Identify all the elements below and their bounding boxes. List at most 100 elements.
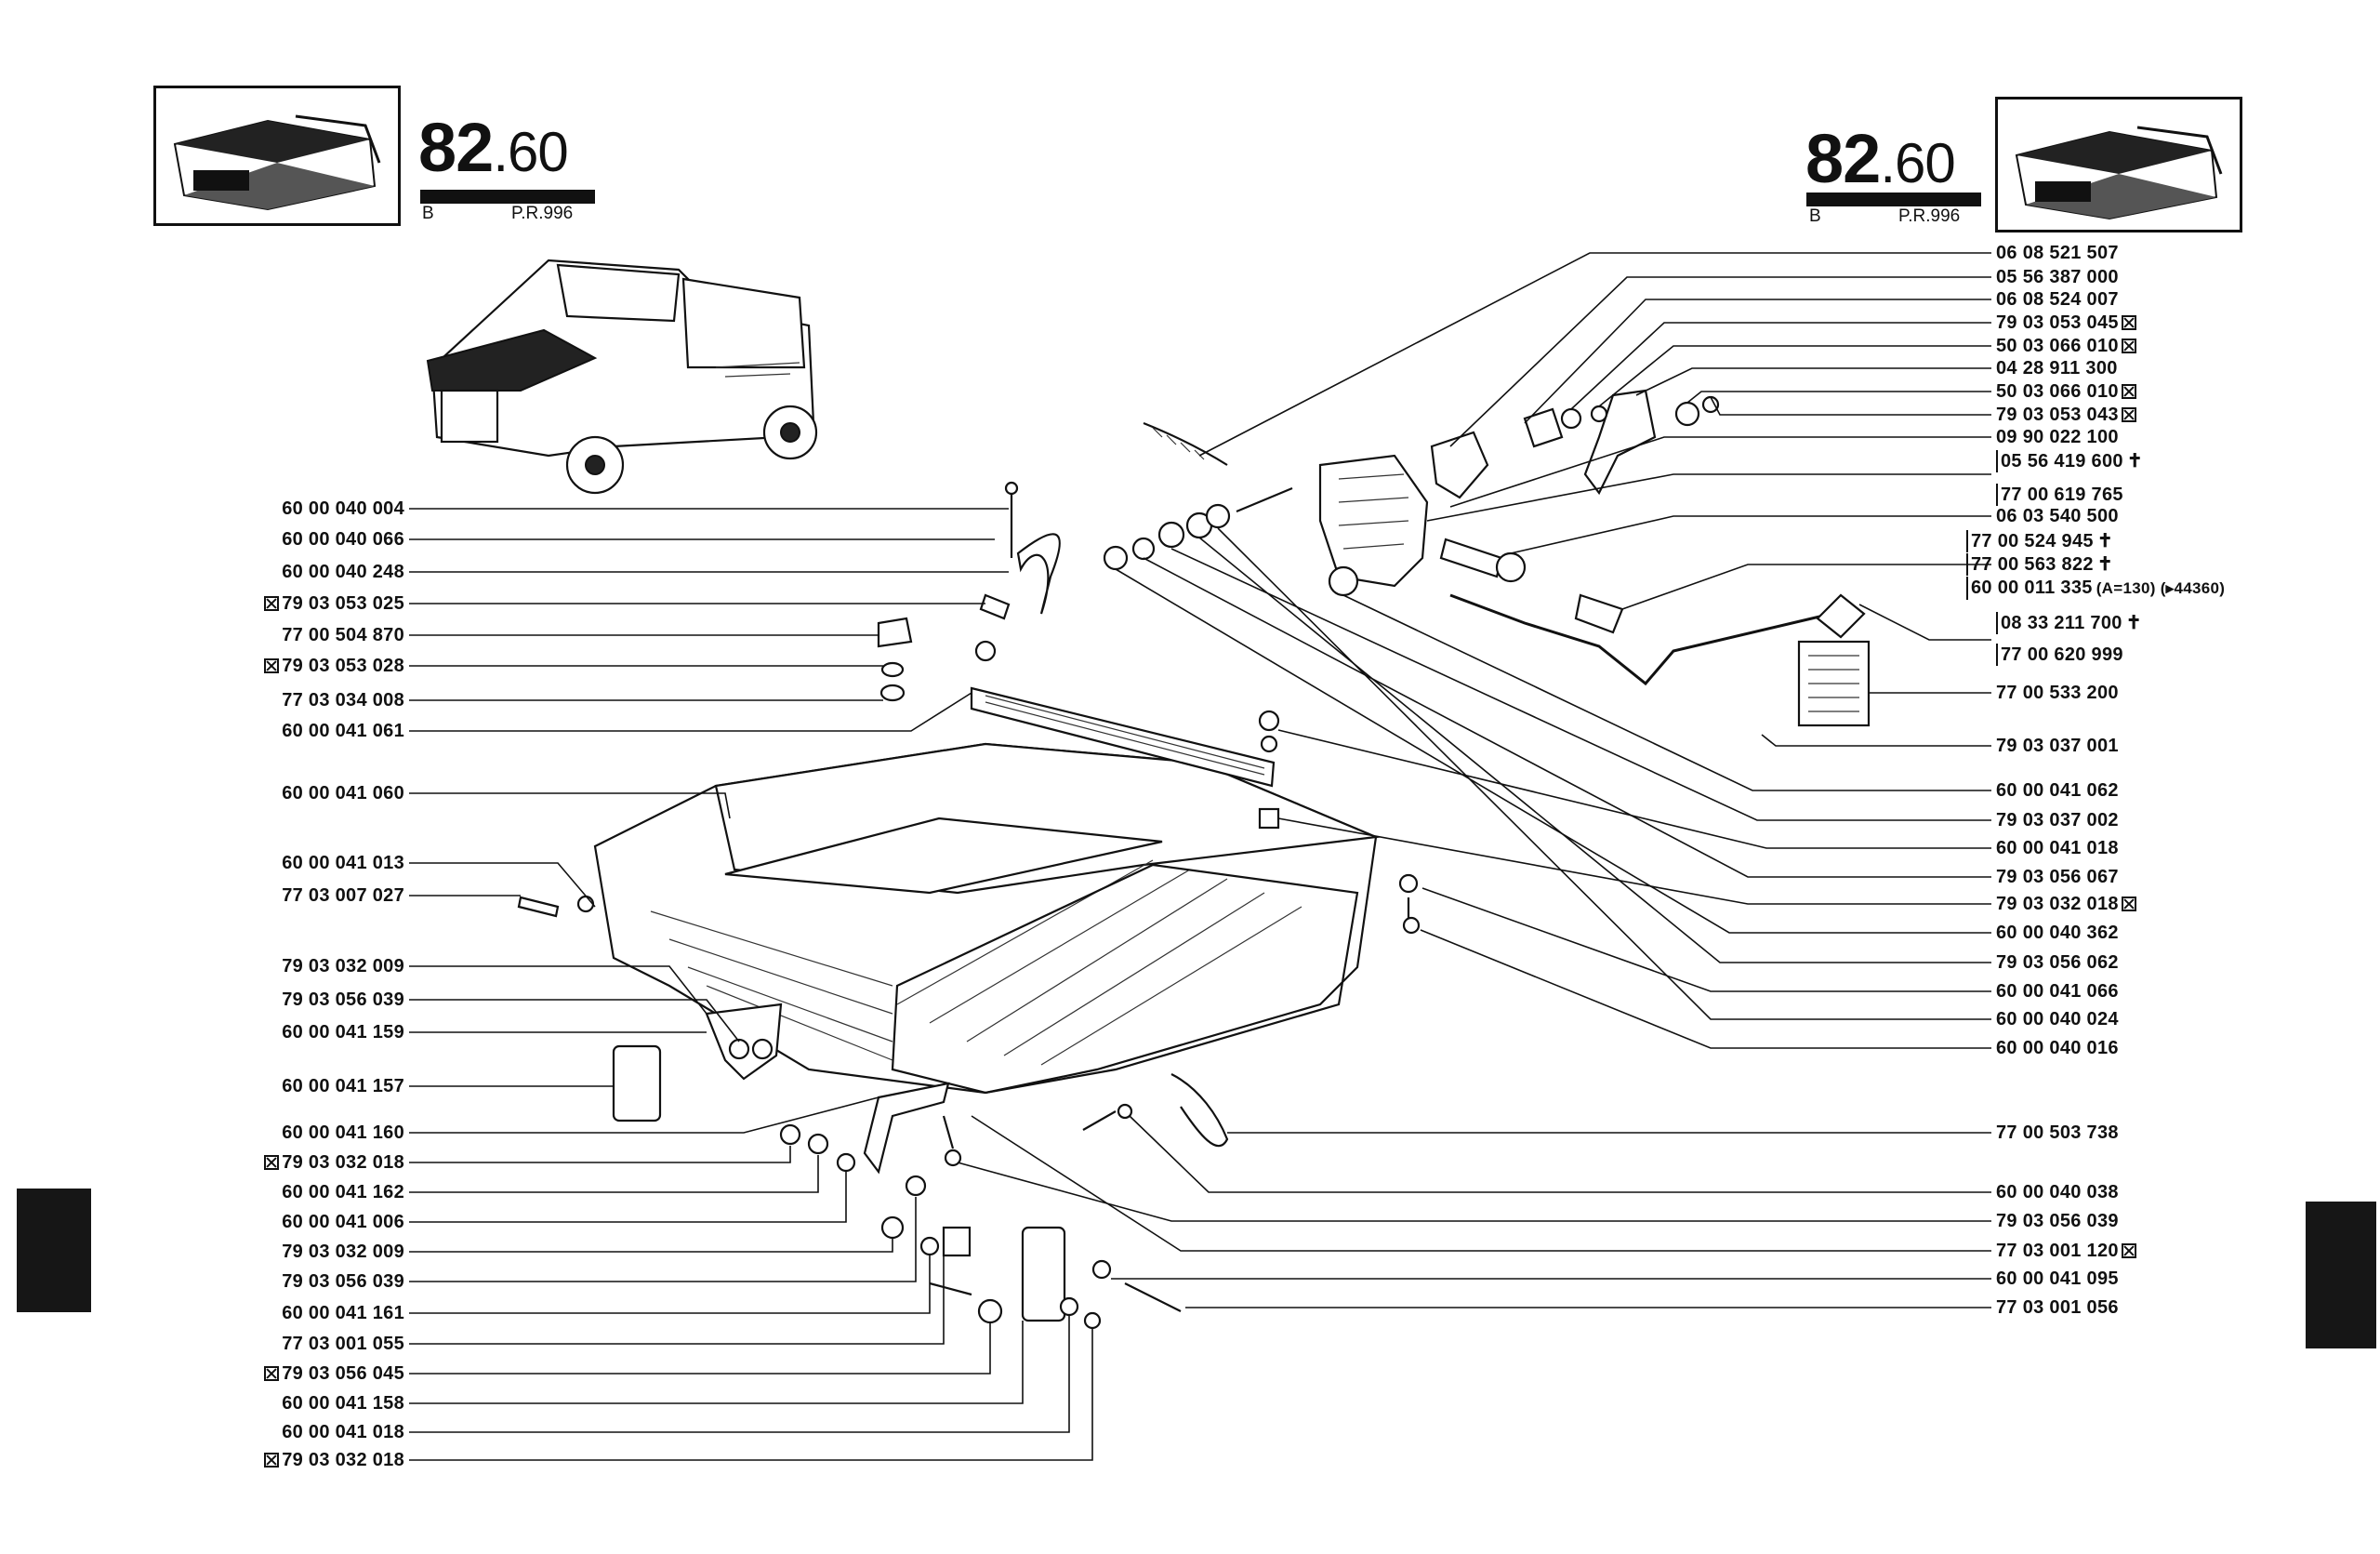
part-number: 79 03 056 062 <box>1996 952 2119 973</box>
part-number: 05 56 419 600 <box>2001 451 2123 472</box>
dagger-icon: ✝ <box>2096 531 2113 551</box>
x-mark-icon <box>264 1453 280 1468</box>
part-label: 60 00 041 061 <box>139 720 404 742</box>
part-label: 08 33 211 700✝ <box>1996 612 2142 634</box>
part-number: 79 03 053 025 <box>282 593 404 614</box>
part-label: 79 03 037 001 <box>1996 735 2119 757</box>
part-label: 60 00 041 018 <box>139 1421 404 1443</box>
part-number: 79 03 037 002 <box>1996 810 2119 830</box>
part-number: 50 03 066 010 <box>1996 381 2119 402</box>
part-label: 60 00 040 066 <box>139 528 404 551</box>
part-number: 79 03 053 028 <box>282 656 404 676</box>
part-number: 77 03 001 056 <box>1996 1297 2119 1318</box>
safety-wire <box>1170 1073 1229 1148</box>
part-label: 77 00 619 765 <box>1996 484 2123 506</box>
section-number-right: 82.60 <box>1805 120 1956 197</box>
part-label: 60 00 041 018 <box>1996 837 2119 859</box>
part-label: 79 03 056 039 <box>139 989 404 1011</box>
part-number: 60 00 041 018 <box>1996 838 2119 858</box>
part-number: 79 03 056 045 <box>282 1363 404 1384</box>
seal-strip <box>970 686 1276 788</box>
hood-panel <box>593 742 1381 1095</box>
part-number: 77 00 524 945 <box>1971 531 2094 551</box>
part-number: 77 00 533 200 <box>1996 683 2119 703</box>
dagger-icon: ✝ <box>2126 451 2143 472</box>
part-label: 09 90 022 100 <box>1996 426 2119 448</box>
vehicle-illustration <box>426 259 818 495</box>
x-mark-icon <box>264 1366 280 1381</box>
part-label: 77 00 524 945✝ <box>1966 530 2113 552</box>
hood-icon <box>173 114 381 211</box>
part-note: (A=130) (▸44360) <box>2096 579 2226 597</box>
part-number: 79 03 056 039 <box>282 1271 404 1292</box>
part-number: 77 00 620 999 <box>2001 644 2123 665</box>
part-number: 60 00 041 157 <box>282 1076 404 1096</box>
part-label: 60 00 040 016 <box>1996 1037 2119 1059</box>
part-number: 06 08 524 007 <box>1996 289 2119 310</box>
part-label: 77 00 504 870 <box>139 624 404 646</box>
part-label: 60 00 040 024 <box>1996 1008 2119 1030</box>
part-number: 50 03 066 010 <box>1996 336 2119 356</box>
part-label: 77 03 034 008 <box>139 689 404 711</box>
part-label: 05 56 419 600✝ <box>1996 450 2143 472</box>
part-number: 79 03 032 018 <box>282 1152 404 1173</box>
part-number: 04 28 911 300 <box>1996 358 2118 379</box>
release-cable <box>1449 593 1832 686</box>
part-label: 60 00 041 159 <box>139 1021 404 1043</box>
part-number: 60 00 040 066 <box>282 529 404 550</box>
part-number: 79 03 037 001 <box>1996 736 2119 756</box>
prop-stay <box>1016 533 1061 615</box>
part-label: 79 03 032 018 <box>139 1151 404 1174</box>
part-label: 79 03 032 018 <box>1996 893 2139 915</box>
part-label: 79 03 032 009 <box>139 1241 404 1263</box>
part-label: 60 00 041 066 <box>1996 980 2119 1003</box>
part-number: 79 03 056 039 <box>1996 1211 2119 1231</box>
part-number: 60 00 041 160 <box>282 1122 404 1143</box>
part-label: 60 00 040 038 <box>1996 1181 2119 1203</box>
part-number: 77 00 619 765 <box>2001 485 2123 505</box>
part-number: 60 00 041 006 <box>282 1212 404 1232</box>
part-label: 79 03 053 045 <box>1996 312 2139 334</box>
part-number: 60 00 011 335 <box>1971 578 2093 598</box>
part-number: 60 00 040 362 <box>1996 923 2119 943</box>
part-number: 60 00 041 060 <box>282 783 404 804</box>
part-label: 50 03 066 010 <box>1996 380 2139 403</box>
part-label: 79 03 032 009 <box>139 955 404 977</box>
part-number: 79 03 053 045 <box>1996 312 2119 333</box>
part-label: 79 03 053 043 <box>1996 404 2139 426</box>
x-mark-icon <box>2121 897 2136 911</box>
hood-thumbnail-left <box>153 86 401 226</box>
part-number: 77 03 034 008 <box>282 690 404 711</box>
latch-mechanism <box>1318 454 1429 588</box>
part-label: 60 00 041 062 <box>1996 779 2119 802</box>
part-label: 77 03 001 120 <box>1996 1240 2139 1262</box>
section-sub-left: B P.R.996 <box>422 204 574 223</box>
part-number: 79 03 056 067 <box>1996 867 2119 887</box>
dagger-icon: ✝ <box>2125 613 2142 633</box>
part-number: 77 03 001 055 <box>282 1334 404 1354</box>
part-label: 06 08 521 507 <box>1996 242 2119 264</box>
part-label: 79 03 056 039 <box>1996 1210 2119 1232</box>
part-label: 60 00 041 162 <box>139 1181 404 1203</box>
part-number: 60 00 041 066 <box>1996 981 2119 1002</box>
part-label: 77 03 007 027 <box>139 884 404 907</box>
part-label: 79 03 056 062 <box>1996 951 2119 974</box>
part-number: 77 00 503 738 <box>1996 1122 2119 1143</box>
part-label: 06 08 524 007 <box>1996 288 2119 311</box>
part-label: 79 03 053 025 <box>139 592 404 615</box>
part-number: 06 08 521 507 <box>1996 243 2119 263</box>
index-tab-right <box>2306 1202 2376 1348</box>
x-mark-icon <box>264 658 280 673</box>
x-mark-icon <box>2121 315 2136 330</box>
part-label: 60 00 040 362 <box>1996 922 2119 944</box>
part-label: 79 03 053 028 <box>139 655 404 677</box>
part-number: 06 03 540 500 <box>1996 506 2119 526</box>
part-label: 60 00 041 060 <box>139 782 404 804</box>
x-mark-icon <box>264 1155 280 1170</box>
x-mark-icon <box>264 596 280 611</box>
x-mark-icon <box>2121 407 2136 422</box>
part-number: 60 00 040 248 <box>282 562 404 582</box>
part-label: 60 00 040 004 <box>139 498 404 520</box>
